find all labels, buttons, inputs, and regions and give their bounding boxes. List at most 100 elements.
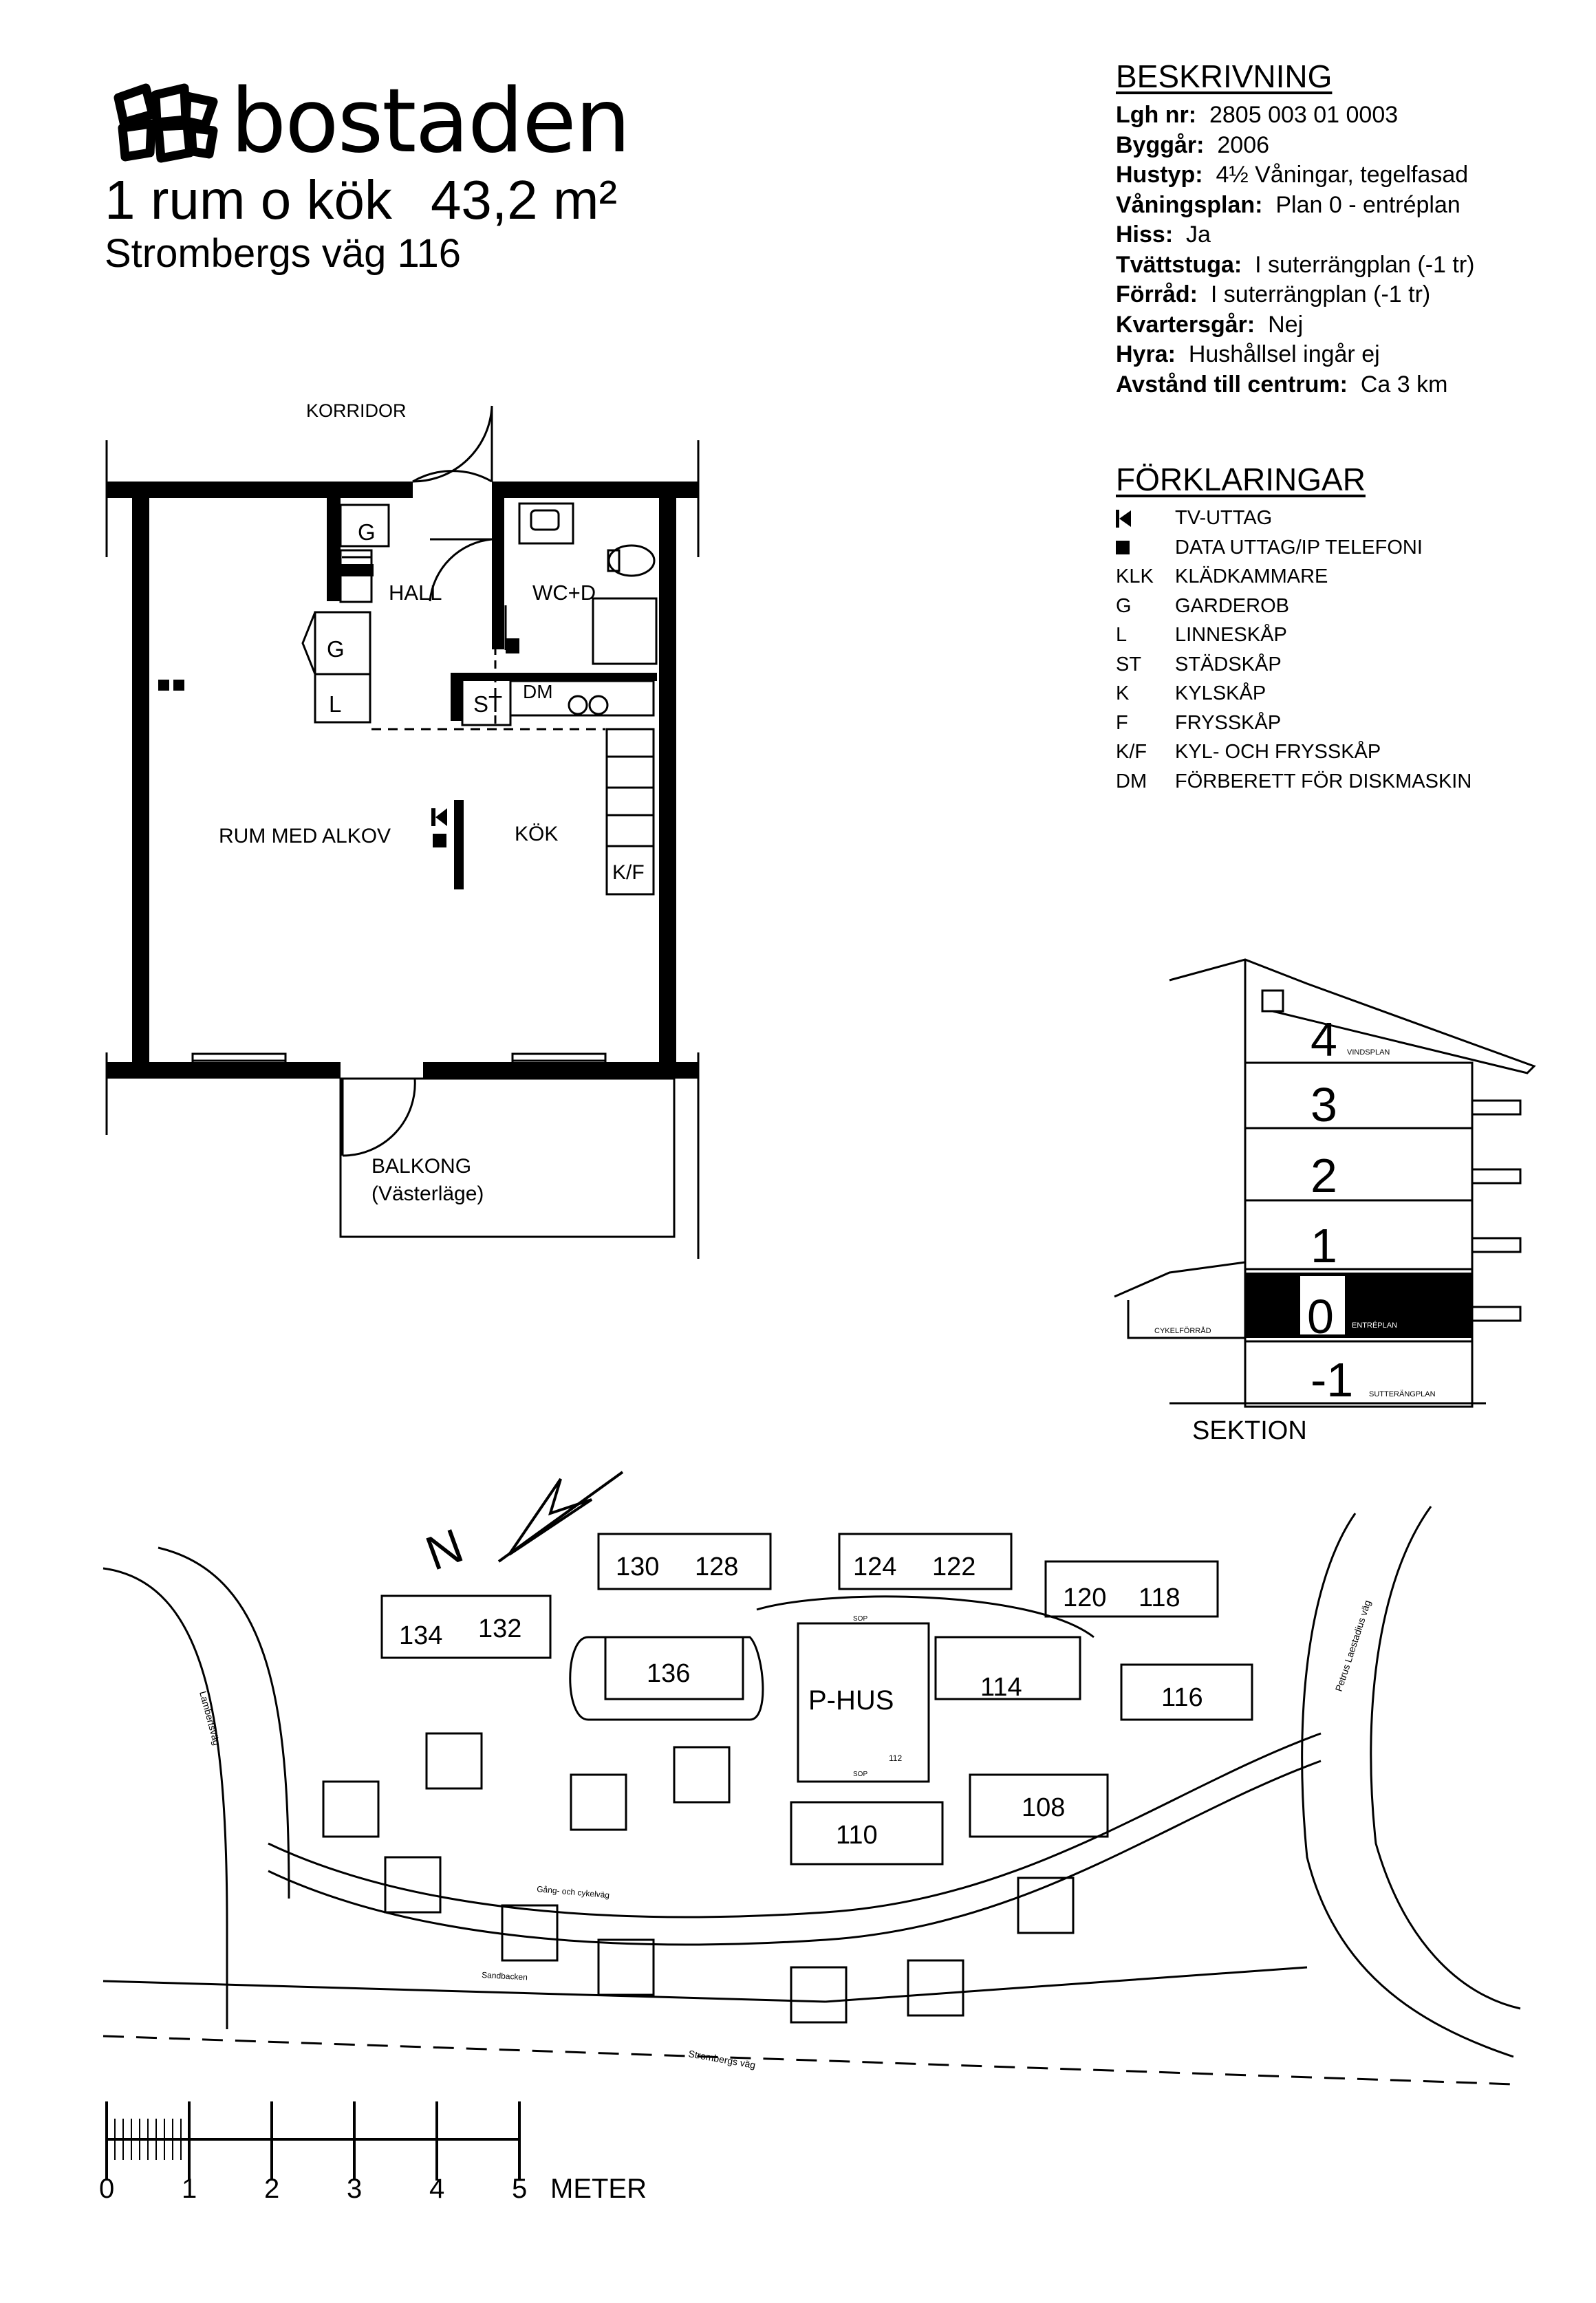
legend-text: FRYSSKÅP: [1175, 711, 1282, 734]
data-outlet-icon: [1116, 533, 1171, 563]
label-suterrangplan: SUTTERÄNGPLAN: [1369, 1390, 1436, 1398]
legend-symbol: K/F: [1116, 741, 1147, 763]
scale-labels: 0 1 2 3 4 5 METER: [96, 2174, 715, 2215]
scale-label-2: 2: [264, 2174, 280, 2204]
row-key: Avstånd till centrum:: [1116, 371, 1348, 398]
scale-label-1: 1: [182, 2174, 197, 2204]
label-kf: K/F: [612, 861, 645, 884]
legend-symbol: KLK: [1116, 565, 1154, 587]
building-108: 108: [1022, 1793, 1065, 1822]
legend-text: LINNESKÅP: [1175, 624, 1287, 646]
north-label: N: [419, 1518, 470, 1581]
label-vindsplan: VINDSPLAN: [1347, 1048, 1390, 1057]
legend-symbol: G: [1116, 594, 1132, 617]
tv-outlet-icon: [1116, 504, 1171, 533]
description-row: Byggår: 2006: [1116, 131, 1563, 161]
building-116: 116: [1161, 1683, 1203, 1712]
description-row: Våningsplan: Plan 0 - entréplan: [1116, 191, 1563, 221]
floor-label-2: 2: [1311, 1149, 1337, 1202]
description-row: Förråd: I suterrängplan (-1 tr): [1116, 280, 1563, 310]
legend-text: STÄDSKÅP: [1175, 653, 1282, 675]
building-128: 128: [695, 1553, 738, 1581]
label-dm: DM: [523, 681, 553, 702]
legend-row: L LINNESKÅP: [1116, 620, 1563, 650]
legend-row: DM FÖRBERETT FÖR DISKMASKIN: [1116, 767, 1563, 797]
scale-label-0: 0: [99, 2174, 115, 2204]
brand-logo: bostaden: [110, 70, 631, 173]
description-row: Lgh nr: 2805 003 01 0003: [1116, 100, 1563, 131]
floor-label-minus1: -1: [1311, 1353, 1353, 1407]
apartment-address: Strombergs väg 116: [105, 231, 461, 276]
label-g-hall: G: [358, 519, 376, 545]
scale-unit: METER: [550, 2174, 647, 2204]
row-value: Ja: [1186, 221, 1211, 248]
site-plan: N 130 128 124 122 120 118 134 132 136 11…: [103, 1471, 1521, 2086]
building-130: 130: [616, 1553, 659, 1581]
road-path1: Gång- och cykelväg: [537, 1884, 610, 1900]
scale-label-5: 5: [512, 2174, 528, 2204]
floor-label-1: 1: [1311, 1219, 1337, 1273]
building-110: 110: [836, 1821, 878, 1850]
legend-symbol: DM: [1116, 770, 1147, 792]
legend-text: KYL- OCH FRYSSKÅP: [1175, 741, 1381, 763]
title-rooms: 1 rum o kök: [105, 169, 392, 230]
legend-symbol: L: [1116, 624, 1128, 646]
road-left: Lambertsväg: [197, 1690, 222, 1747]
legend-row: K KYLSKÅP: [1116, 679, 1563, 709]
label-wc: WC+D: [532, 581, 596, 605]
title-area: 43,2 m²: [430, 169, 618, 230]
building-section: 4 VINDSPLAN 3 2 1 0 ENTRÉPLAN -1 SUTTERÄ…: [1114, 958, 1536, 1445]
floor-plan: KORRIDOR HALL WC+D G G L ST DM K/F RUM M…: [105, 400, 700, 1259]
label-entreplan: ENTRÉPLAN: [1352, 1321, 1397, 1330]
row-value: 2805 003 01 0003: [1209, 102, 1399, 128]
legend-symbol: ST: [1116, 653, 1142, 675]
sop-label-2: SOP: [853, 1771, 867, 1778]
legend-section: FÖRKLARINGAR TV-UTTAG DATA UTTAG/IP TELE…: [1116, 461, 1563, 796]
scale-bar: [105, 2101, 521, 2181]
label-korridor: KORRIDOR: [306, 400, 407, 421]
legend-symbol: F: [1116, 711, 1128, 734]
legend-row: K/F KYL- OCH FRYSSKÅP: [1116, 737, 1563, 767]
label-l: L: [329, 691, 341, 717]
description-row: Avstånd till centrum: Ca 3 km: [1116, 370, 1563, 400]
row-value: I suterrängplan (-1 tr): [1210, 281, 1431, 307]
section-caption: SEKTION: [1192, 1416, 1307, 1445]
building-134: 134: [399, 1621, 442, 1650]
scale-label-4: 4: [429, 2174, 445, 2204]
description-row: Kvartersgår: Nej: [1116, 310, 1563, 340]
floor-label-3: 3: [1311, 1078, 1337, 1132]
legend-text: KYLSKÅP: [1175, 682, 1266, 704]
row-value: 4½ Våningar, tegelfasad: [1216, 162, 1469, 188]
row-value: I suterrängplan (-1 tr): [1255, 251, 1475, 278]
label-g: G: [327, 636, 345, 662]
legend-row: DATA UTTAG/IP TELEFONI: [1116, 533, 1563, 563]
building-136: 136: [647, 1659, 690, 1688]
row-key: Hiss:: [1116, 221, 1174, 248]
road-bottom: Strombergs väg: [687, 2048, 756, 2070]
description-row: Hyra: Hushållsel ingår ej: [1116, 340, 1563, 370]
floor-label-0: 0: [1307, 1290, 1334, 1343]
row-key: Byggår:: [1116, 131, 1205, 158]
phus-number: 112: [889, 1753, 902, 1763]
legend-row: ST STÄDSKÅP: [1116, 650, 1563, 680]
legend-text: TV-UTTAG: [1175, 507, 1273, 529]
description-row: Hiss: Ja: [1116, 220, 1563, 250]
row-key: Lgh nr:: [1116, 102, 1197, 128]
legend-text: KLÄDKAMMARE: [1175, 565, 1328, 587]
logo-mark-icon: [114, 83, 218, 163]
row-key: Kvartersgår:: [1116, 311, 1255, 338]
row-key: Hyra:: [1116, 341, 1176, 367]
legend-text: FÖRBERETT FÖR DISKMASKIN: [1175, 770, 1472, 792]
legend-symbol: K: [1116, 682, 1130, 704]
label-balkong: BALKONG: [371, 1155, 471, 1178]
row-key: Våningsplan:: [1116, 191, 1263, 218]
label-rum: RUM MED ALKOV: [219, 825, 391, 847]
description-title: BESKRIVNING: [1116, 58, 1333, 94]
legend-row: KLK KLÄDKAMMARE: [1116, 562, 1563, 592]
floor-label-4: 4: [1311, 1013, 1337, 1066]
label-cykelforrad: CYKELFÖRRÅD: [1154, 1326, 1211, 1335]
building-124: 124: [853, 1553, 896, 1581]
row-value: 2006: [1217, 131, 1270, 158]
road-path2: Sandbacken: [482, 1970, 528, 1982]
description-row: Tvättstuga: I suterrängplan (-1 tr): [1116, 250, 1563, 281]
